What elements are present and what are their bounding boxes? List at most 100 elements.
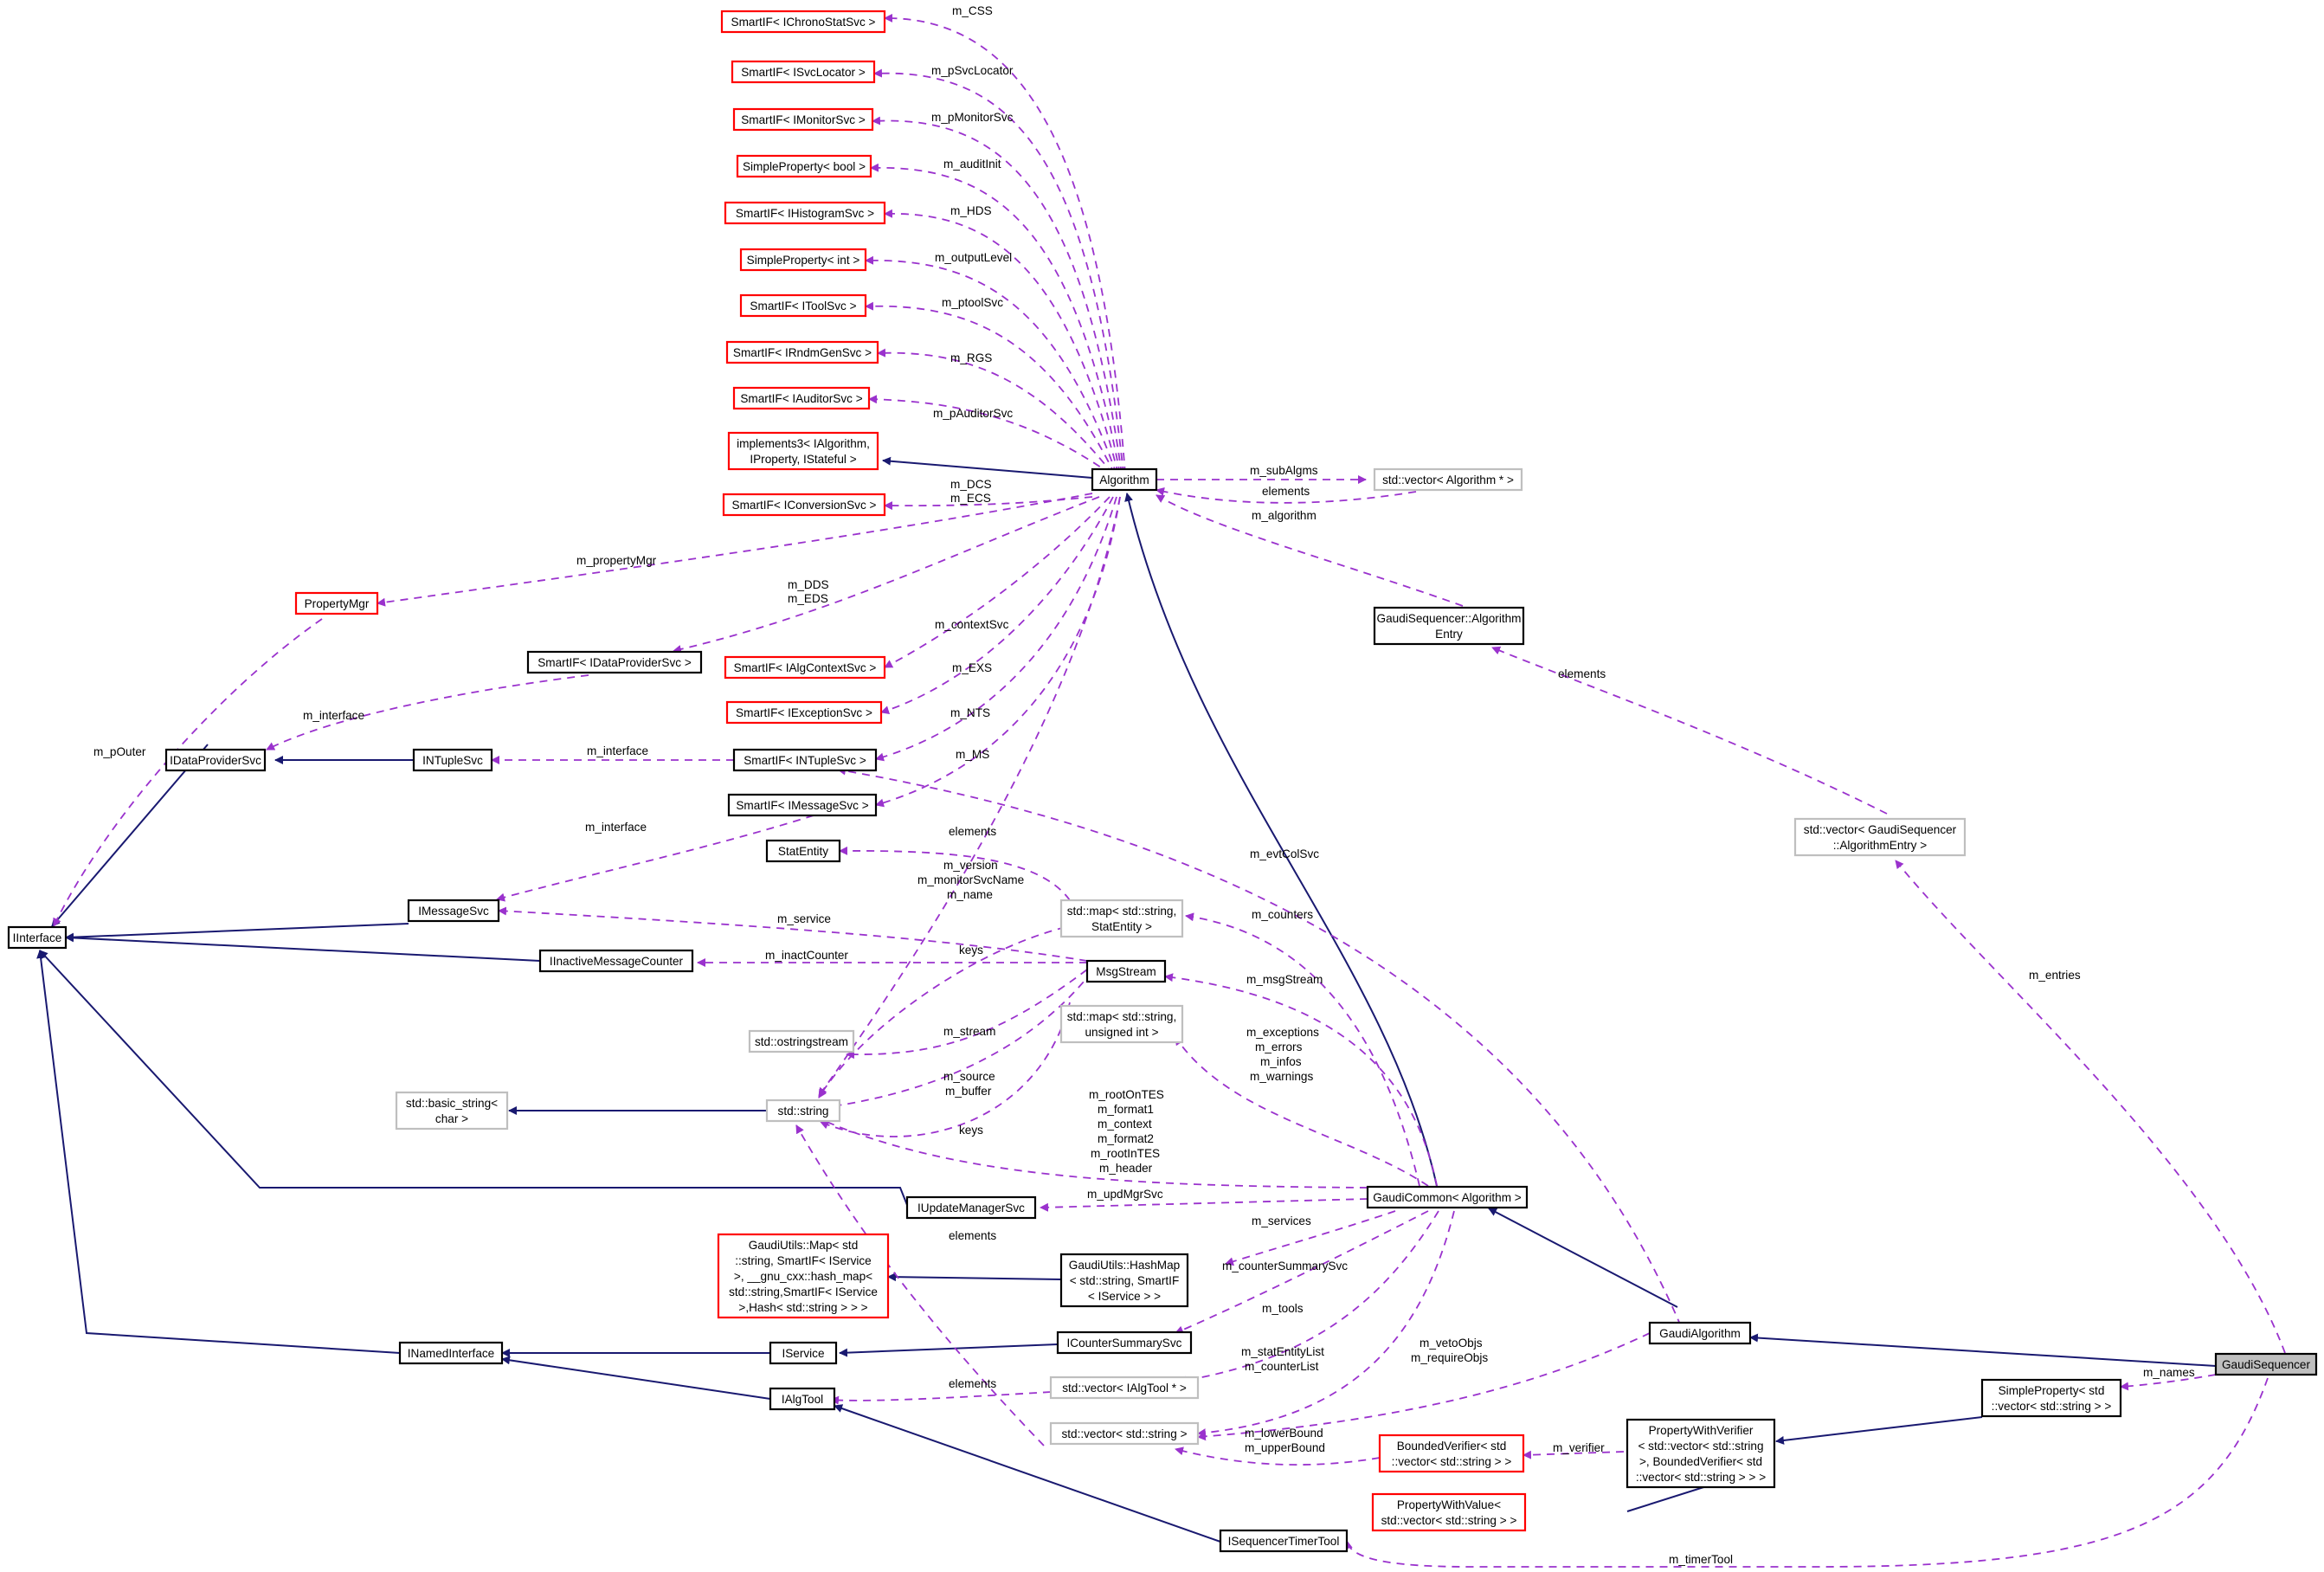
node-vector-ialgtool-ptr[interactable]: std::vector< IAlgTool * > bbox=[1049, 1376, 1200, 1400]
svg-text:>,Hash< std::string > > >: >,Hash< std::string > > > bbox=[738, 1301, 867, 1314]
label-m-css: m_CSS bbox=[952, 4, 993, 17]
node-ostringstream[interactable]: std::ostringstream bbox=[748, 1029, 855, 1053]
label-m-service: m_service bbox=[777, 912, 831, 925]
label-m-interface-ms: m_interface bbox=[585, 821, 647, 834]
edge-m-roottes bbox=[818, 1118, 1368, 1189]
label-m-statentitylist: m_statEntityList bbox=[1241, 1345, 1324, 1358]
node-iservice[interactable]: IService bbox=[769, 1341, 838, 1365]
node-ialgtool[interactable]: IAlgTool bbox=[769, 1387, 836, 1411]
node-vector-algorithmentry[interactable]: std::vector< GaudiSequencer ::AlgorithmE… bbox=[1793, 817, 1967, 857]
node-vector-string[interactable]: std::vector< std::string > bbox=[1049, 1421, 1200, 1446]
label-m-dcs: m_DCS bbox=[950, 478, 992, 491]
node-basic-string[interactable]: std::basic_string< char > bbox=[395, 1091, 509, 1131]
svg-text:std::vector< Algorithm * >: std::vector< Algorithm * > bbox=[1382, 474, 1514, 486]
label-m-requireobjs: m_requireObjs bbox=[1411, 1351, 1488, 1364]
label-m-context: m_context bbox=[1098, 1118, 1152, 1131]
edge-m-nts bbox=[875, 496, 1117, 762]
edge-m-auditinit bbox=[870, 163, 1121, 475]
svg-text:std::vector< std::string > >: std::vector< std::string > > bbox=[1381, 1514, 1517, 1527]
label-m-auditinit: m_auditInit bbox=[943, 158, 1001, 171]
edge-m-psvclocator bbox=[873, 68, 1124, 475]
edge-m-outputlevel bbox=[865, 255, 1117, 475]
node-propertywithverifier[interactable]: PropertyWithVerifier < std::vector< std:… bbox=[1626, 1418, 1776, 1489]
node-icountersummarysvc[interactable]: ICounterSummarySvc bbox=[1056, 1330, 1193, 1355]
node-simpleproperty-vector-string[interactable]: SimpleProperty< std ::vector< std::strin… bbox=[1980, 1378, 2122, 1418]
label-m-ms: m_MS bbox=[956, 748, 989, 761]
label-m-evtcolsvc: m_evtColSvc bbox=[1250, 847, 1319, 860]
edge-m-algorithm bbox=[1156, 494, 1464, 607]
node-smartif-itoolsvc[interactable]: SmartIF< IToolSvc > bbox=[739, 293, 867, 318]
node-boundedverifier[interactable]: BoundedVerifier< std ::vector< std::stri… bbox=[1378, 1433, 1525, 1473]
edge-m-services bbox=[1225, 1210, 1396, 1266]
node-gaudisequencer-algorithmentry[interactable]: GaudiSequencer::Algorithm Entry bbox=[1373, 606, 1525, 646]
edge-m-exceptions bbox=[1175, 1036, 1429, 1187]
node-gaudiutils-map[interactable]: GaudiUtils::Map< std ::string, SmartIF< … bbox=[717, 1233, 890, 1319]
node-smartif-isvclocator[interactable]: SmartIF< ISvcLocator > bbox=[731, 60, 876, 84]
svg-text:unsigned int >: unsigned int > bbox=[1085, 1026, 1158, 1039]
node-msgstream[interactable]: MsgStream bbox=[1085, 959, 1167, 983]
node-smartif-ihistogramsvc[interactable]: SmartIF< IHistogramSvc > bbox=[724, 201, 886, 225]
svg-text:std::vector< GaudiSequencer: std::vector< GaudiSequencer bbox=[1804, 823, 1957, 836]
svg-text:::vector< std::string > >: ::vector< std::string > > bbox=[1992, 1400, 2112, 1413]
node-algorithm[interactable]: Algorithm bbox=[1091, 467, 1158, 492]
svg-text:IDataProviderSvc: IDataProviderSvc bbox=[170, 754, 261, 767]
node-map-string-uint[interactable]: std::map< std::string, unsigned int > bbox=[1059, 1004, 1184, 1044]
node-smartif-iconversionsvc[interactable]: SmartIF< IConversionSvc > bbox=[722, 493, 886, 517]
node-smartif-iauditorsvc[interactable]: SmartIF< IAuditorSvc > bbox=[732, 386, 871, 410]
svg-text:IProperty, IStateful >: IProperty, IStateful > bbox=[750, 453, 856, 466]
svg-text:StatEntity >: StatEntity > bbox=[1091, 920, 1152, 933]
edge-m-pmonitorsvc bbox=[872, 116, 1123, 475]
edge-m-pauditorsvc bbox=[868, 395, 1112, 475]
svg-text:std::vector< std::string >: std::vector< std::string > bbox=[1061, 1427, 1187, 1440]
node-gaudiutils-hashmap[interactable]: GaudiUtils::HashMap < std::string, Smart… bbox=[1059, 1253, 1189, 1308]
node-vector-algorithm-ptr[interactable]: std::vector< Algorithm * > bbox=[1373, 467, 1523, 492]
label-m-services: m_services bbox=[1252, 1214, 1311, 1227]
svg-text:SmartIF< IExceptionSvc >: SmartIF< IExceptionSvc > bbox=[736, 706, 872, 719]
node-smartif-ialgcontextsvc[interactable]: SmartIF< IAlgContextSvc > bbox=[724, 655, 886, 680]
svg-text:MsgStream: MsgStream bbox=[1096, 965, 1156, 978]
node-implements3[interactable]: implements3< IAlgorithm, IProperty, ISta… bbox=[727, 431, 879, 471]
node-intuplesvc[interactable]: INTupleSvc bbox=[412, 748, 493, 772]
node-propertymgr[interactable]: PropertyMgr bbox=[294, 591, 379, 615]
label-m-exceptions: m_exceptions bbox=[1246, 1026, 1319, 1039]
label-m-inactcounter: m_inactCounter bbox=[765, 949, 848, 962]
node-smartif-idataprovidersvc[interactable]: SmartIF< IDataProviderSvc > bbox=[526, 650, 703, 674]
node-propertywithvalue[interactable]: PropertyWithValue< std::vector< std::str… bbox=[1371, 1492, 1527, 1532]
node-iinactivemessagecounter[interactable]: IInactiveMessageCounter bbox=[538, 949, 694, 973]
node-simpleproperty-int[interactable]: SimpleProperty< int > bbox=[739, 248, 867, 272]
node-gaudialgorithm[interactable]: GaudiAlgorithm bbox=[1648, 1321, 1752, 1345]
node-smartif-iexceptionsvc[interactable]: SmartIF< IExceptionSvc > bbox=[725, 700, 883, 725]
node-inamedinterface[interactable]: INamedInterface bbox=[398, 1341, 504, 1365]
node-smartif-imonitorsvc[interactable]: SmartIF< IMonitorSvc > bbox=[732, 107, 874, 132]
label-elements-tool: elements bbox=[949, 1377, 996, 1390]
node-imessagesvc[interactable]: IMessageSvc bbox=[407, 899, 500, 923]
node-smartif-irndmgensvc[interactable]: SmartIF< IRndmGenSvc > bbox=[725, 340, 879, 364]
node-isequencertimertool[interactable]: ISequencerTimerTool bbox=[1219, 1529, 1349, 1553]
svg-text:SmartIF< IConversionSvc >: SmartIF< IConversionSvc > bbox=[732, 499, 877, 512]
node-smartif-ichronostatsvc[interactable]: SmartIF< IChronoStatSvc > bbox=[720, 10, 886, 34]
svg-text:std::string: std::string bbox=[778, 1105, 829, 1118]
node-std-string[interactable]: std::string bbox=[765, 1098, 841, 1123]
svg-text:GaudiCommon< Algorithm >: GaudiCommon< Algorithm > bbox=[1373, 1191, 1522, 1204]
edge-labels-layer: m_CSS m_pSvcLocator m_pMonitorSvc m_audi… bbox=[93, 4, 2195, 1566]
svg-text:IInterface: IInterface bbox=[13, 931, 62, 944]
edge-ialgtool-to-isequencertimertool bbox=[834, 1404, 1221, 1543]
node-map-string-statentity[interactable]: std::map< std::string, StatEntity > bbox=[1059, 899, 1184, 938]
node-gaudisequencer[interactable]: GaudiSequencer bbox=[2214, 1352, 2318, 1376]
node-idataprovidersvc[interactable]: IDataProviderSvc bbox=[164, 748, 267, 772]
svg-text:GaudiSequencer: GaudiSequencer bbox=[2222, 1358, 2310, 1371]
node-iinterface[interactable]: IInterface bbox=[7, 925, 68, 950]
node-statentity[interactable]: StatEntity bbox=[765, 839, 841, 863]
edge-gaudialgorithm-to-gaudisequencer bbox=[1749, 1333, 2217, 1367]
edge-m-timertool bbox=[1343, 1377, 2269, 1568]
svg-text:SmartIF< IHistogramSvc >: SmartIF< IHistogramSvc > bbox=[736, 207, 874, 220]
node-simpleproperty-bool[interactable]: SimpleProperty< bool > bbox=[736, 154, 872, 178]
node-gaudicommon[interactable]: GaudiCommon< Algorithm > bbox=[1366, 1185, 1529, 1209]
svg-text:SimpleProperty< int >: SimpleProperty< int > bbox=[747, 254, 860, 267]
node-smartif-intuplesvc[interactable]: SmartIF< INTupleSvc > bbox=[732, 748, 878, 772]
edge-elements-algo bbox=[1156, 487, 1417, 504]
label-m-upperbound: m_upperBound bbox=[1245, 1441, 1325, 1454]
node-smartif-imessagesvc[interactable]: SmartIF< IMessageSvc > bbox=[727, 793, 878, 817]
node-iupdatemanagersvc[interactable]: IUpdateManagerSvc bbox=[905, 1195, 1037, 1220]
